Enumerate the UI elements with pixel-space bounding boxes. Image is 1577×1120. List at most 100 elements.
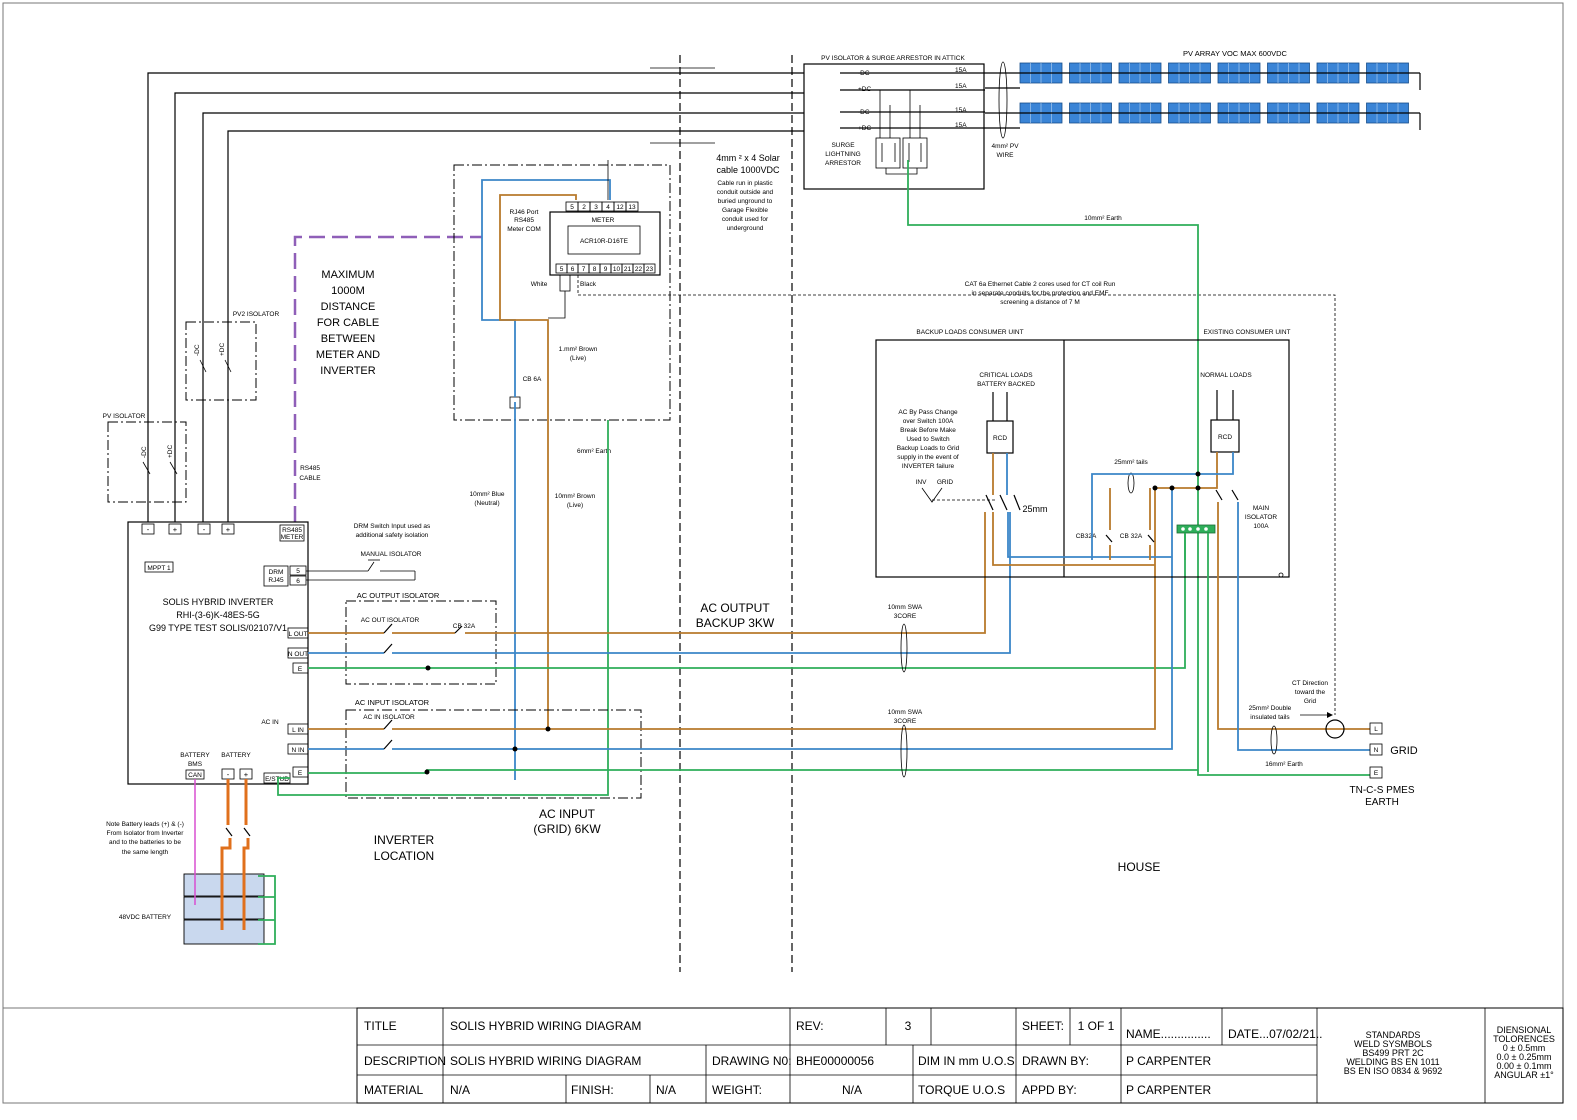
pv1-neg-label: -DC xyxy=(141,446,148,458)
meter-terminal xyxy=(643,263,656,274)
svg-text:MPPT 1: MPPT 1 xyxy=(147,565,171,572)
tb-sheet-label: SHEET: xyxy=(1022,1019,1064,1033)
earth-bar xyxy=(1176,524,1216,534)
rs485-notes: MAXIMUM 1000M DISTANCE FOR CABLE BETWEEN… xyxy=(299,269,380,482)
svg-text:METER: METER xyxy=(281,534,304,541)
tb-description-label: DESCRIPTION xyxy=(364,1054,446,1068)
ct-note: CAT 6a Ethernet Cable 2 cores used for C… xyxy=(965,281,1116,306)
surge-label-3: ARRESTOR xyxy=(825,160,861,167)
tb-standards-2: WELD SYSMBOLS xyxy=(1354,1039,1432,1049)
tb-title-value: SOLIS HYBRID WIRING DIAGRAM xyxy=(450,1019,641,1033)
cable-run-note-1: Cable run in plastic xyxy=(717,180,773,187)
svg-text:L: L xyxy=(1374,726,1378,733)
svg-text:Black: Black xyxy=(580,281,597,288)
svg-text:Note Battery leads (+) & (-): Note Battery leads (+) & (-) xyxy=(106,821,184,828)
svg-text:10mm SWA: 10mm SWA xyxy=(888,604,923,611)
svg-text:5: 5 xyxy=(296,568,300,575)
inverter-name: SOLIS HYBRID INVERTER xyxy=(163,597,274,607)
meter-terminal-label: 23 xyxy=(646,266,654,273)
meter-terminal-label: 12 xyxy=(616,204,624,211)
tb-standards-1: STANDARDS xyxy=(1366,1030,1421,1040)
solar-cable-label-1: 4mm ² x 4 Solar xyxy=(716,153,780,163)
tb-tolerances-6: ANGULAR ±1° xyxy=(1494,1070,1554,1080)
svg-text:10mm SWA: 10mm SWA xyxy=(888,709,923,716)
rs485-cable xyxy=(293,235,482,522)
svg-text:screening a distance of 7 M: screening a distance of 7 M xyxy=(1000,299,1080,306)
svg-text:+: + xyxy=(226,525,231,534)
svg-text:AC OUTPUT ISOLATOR: AC OUTPUT ISOLATOR xyxy=(357,591,440,600)
svg-text:+: + xyxy=(173,525,178,534)
svg-text:RS485: RS485 xyxy=(514,217,534,224)
svg-text:E: E xyxy=(298,666,303,673)
ct-clamp xyxy=(1325,719,1345,739)
tb-weight-value: N/A xyxy=(842,1083,862,1097)
grid-supply: CT Direction toward the Grid 25mm² Doubl… xyxy=(1249,680,1418,808)
svg-text:CB 32A: CB 32A xyxy=(1120,533,1143,540)
svg-text:RJ46 Port: RJ46 Port xyxy=(510,209,539,216)
bypass-note-5: Backup Loads to Grid xyxy=(897,445,960,452)
svg-text:AC IN ISOLATOR: AC IN ISOLATOR xyxy=(363,714,415,721)
tb-finish-label: FINISH: xyxy=(571,1083,614,1097)
drm-switch: DRM Switch Input used as additional safe… xyxy=(306,523,431,581)
svg-text:L OUT: L OUT xyxy=(289,631,308,638)
ac-input-subtitle: (GRID) 6KW xyxy=(533,822,601,836)
fuse-label-1: 15A xyxy=(955,67,967,74)
pv-dc-cables: 4mm ² x 4 Solar cable 1000VDC Cable run … xyxy=(147,67,985,522)
title-block: TITLE SOLIS HYBRID WIRING DIAGRAM REV: 3… xyxy=(3,1007,1564,1104)
svg-text:ISOLATOR: ISOLATOR xyxy=(1245,514,1278,521)
inverter-location-label: INVERTER xyxy=(374,833,435,847)
svg-text:Meter COM: Meter COM xyxy=(507,226,541,233)
tb-rev-value: 3 xyxy=(905,1019,912,1033)
ac-output-subtitle: BACKUP 3KW xyxy=(696,616,775,630)
svg-text:RCD: RCD xyxy=(1218,434,1232,441)
svg-text:FOR CABLE: FOR CABLE xyxy=(317,317,379,329)
meter-terminal-label: 13 xyxy=(628,204,636,211)
svg-text:-: - xyxy=(203,525,206,534)
svg-text:DRM Switch Input used as: DRM Switch Input used as xyxy=(354,523,431,530)
svg-text:CB32A: CB32A xyxy=(1076,533,1097,540)
svg-text:3CORE: 3CORE xyxy=(894,613,917,620)
tb-sheet-value: 1 OF 1 xyxy=(1078,1019,1115,1033)
pv-isolator-title: PV ISOLATOR & SURGE ARRESTOR IN ATTICK xyxy=(821,55,965,62)
svg-text:AC OUT ISOLATOR: AC OUT ISOLATOR xyxy=(361,617,420,624)
pv2-isolator: PV2 ISOLATOR -DC +DC xyxy=(185,311,279,401)
tb-finish-value: N/A xyxy=(656,1083,676,1097)
svg-text:MAIN: MAIN xyxy=(1253,505,1270,512)
svg-text:CB 32A: CB 32A xyxy=(453,623,476,630)
svg-text:-: - xyxy=(227,770,230,779)
svg-text:(Live): (Live) xyxy=(570,355,586,362)
ac-output-isolator: AC OUTPUT ISOLATOR AC OUT ISOLATOR CB 32… xyxy=(345,591,497,685)
pv-array-title: PV ARRAY VOC MAX 600VDC xyxy=(1183,49,1288,58)
svg-text:From Isolator from Inverter: From Isolator from Inverter xyxy=(107,830,185,837)
tb-description-value: SOLIS HYBRID WIRING DIAGRAM xyxy=(450,1054,641,1068)
svg-text:CB 6A: CB 6A xyxy=(523,376,542,383)
svg-text:RS485: RS485 xyxy=(300,465,320,472)
meter-terminal-label: 7 xyxy=(582,266,586,273)
svg-text:EXISTING CONSUMER UINT: EXISTING CONSUMER UINT xyxy=(1203,329,1290,336)
cable-run-note-3: buried unground to xyxy=(718,198,773,205)
bypass-note-6: supply in the event of xyxy=(897,454,959,461)
svg-text:E: E xyxy=(1374,770,1379,777)
tb-name-label: NAME............... xyxy=(1126,1027,1211,1041)
inverter-type-test: G99 TYPE TEST SOLIS/02107/V1 xyxy=(149,623,287,633)
svg-text:10mm² Blue: 10mm² Blue xyxy=(469,491,504,498)
meter-terminal-label: 21 xyxy=(624,266,632,273)
svg-text:3CORE: 3CORE xyxy=(894,718,917,725)
svg-text:6: 6 xyxy=(296,578,300,585)
meter-terminal xyxy=(625,201,639,212)
tb-title-label: TITLE xyxy=(364,1019,397,1033)
svg-text:toward the: toward the xyxy=(1295,689,1326,696)
svg-text:AC INPUT ISOLATOR: AC INPUT ISOLATOR xyxy=(355,698,430,707)
svg-text:N: N xyxy=(1374,747,1379,754)
meter xyxy=(549,211,661,276)
svg-text:L IN: L IN xyxy=(292,727,304,734)
ct-cable xyxy=(577,275,1336,715)
tb-tolerances-2: TOLORENCES xyxy=(1493,1034,1555,1044)
svg-text:1000M: 1000M xyxy=(331,285,365,297)
svg-text:48VDC BATTERY: 48VDC BATTERY xyxy=(119,914,172,921)
meter-terminal-label: 22 xyxy=(635,266,643,273)
fuse-label-3: 15A xyxy=(955,107,967,114)
pmes-label: TN-C-S PMES xyxy=(1350,785,1415,796)
pv2-pos-label: +DC xyxy=(219,343,226,356)
tb-material-value: N/A xyxy=(450,1083,470,1097)
